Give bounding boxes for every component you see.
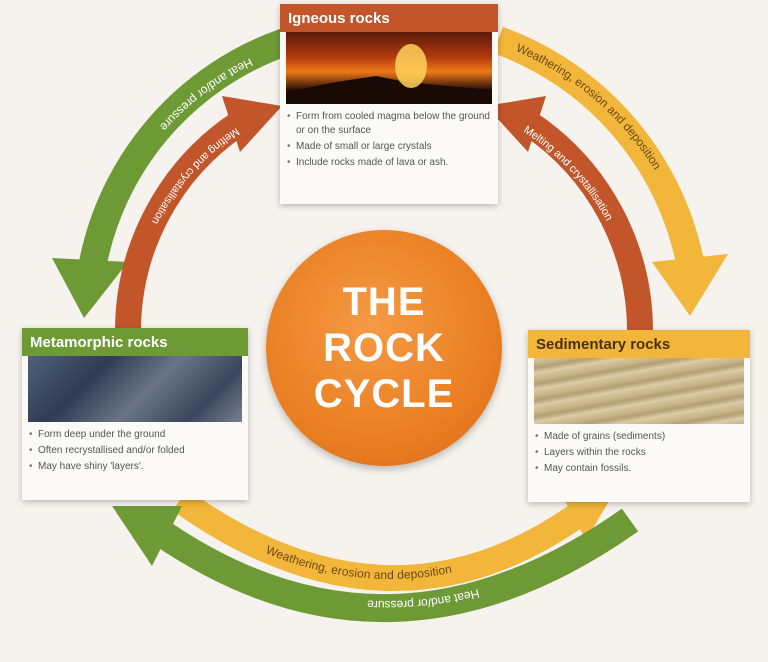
- igneous-card: Igneous rocks Form from cooled magma bel…: [280, 4, 498, 204]
- metamorphic-bullet: Often recrystallised and/or folded: [29, 444, 242, 458]
- igneous-photo: [286, 32, 492, 104]
- sedimentary-bullets: Made of grains (sediments) Layers within…: [528, 430, 750, 476]
- title-line-3: CYCLE: [313, 372, 455, 416]
- metamorphic-bullets: Form deep under the ground Often recryst…: [22, 428, 248, 474]
- metamorphic-bullet: May have shiny 'layers'.: [29, 460, 242, 474]
- sedimentary-bullet: Made of grains (sediments): [535, 430, 744, 444]
- arrow-weathering-right: Weathering, erosion and deposition: [493, 26, 728, 316]
- sedimentary-heading: Sedimentary rocks: [528, 330, 750, 358]
- rock-cycle-title-circle: THE ROCK CYCLE: [266, 230, 502, 466]
- igneous-bullet: Made of small or large crystals: [287, 140, 492, 154]
- igneous-bullet: Include rocks made of lava or ash.: [287, 156, 492, 170]
- sedimentary-card: Sedimentary rocks Made of grains (sedime…: [528, 330, 750, 502]
- sedimentary-bullet: Layers within the rocks: [535, 446, 744, 460]
- igneous-bullets: Form from cooled magma below the ground …: [280, 110, 498, 170]
- title-line-2: ROCK: [323, 326, 445, 370]
- sedimentary-photo: [534, 358, 744, 424]
- metamorphic-photo: [28, 356, 242, 422]
- metamorphic-card: Metamorphic rocks Form deep under the gr…: [22, 328, 248, 500]
- volcano-image: [286, 44, 492, 104]
- sedimentary-bullet: May contain fossils.: [535, 462, 744, 476]
- igneous-heading: Igneous rocks: [280, 4, 498, 32]
- title-line-1: THE: [342, 280, 426, 324]
- metamorphic-heading: Metamorphic rocks: [22, 328, 248, 356]
- metamorphic-bullet: Form deep under the ground: [29, 428, 242, 442]
- igneous-bullet: Form from cooled magma below the ground …: [287, 110, 492, 138]
